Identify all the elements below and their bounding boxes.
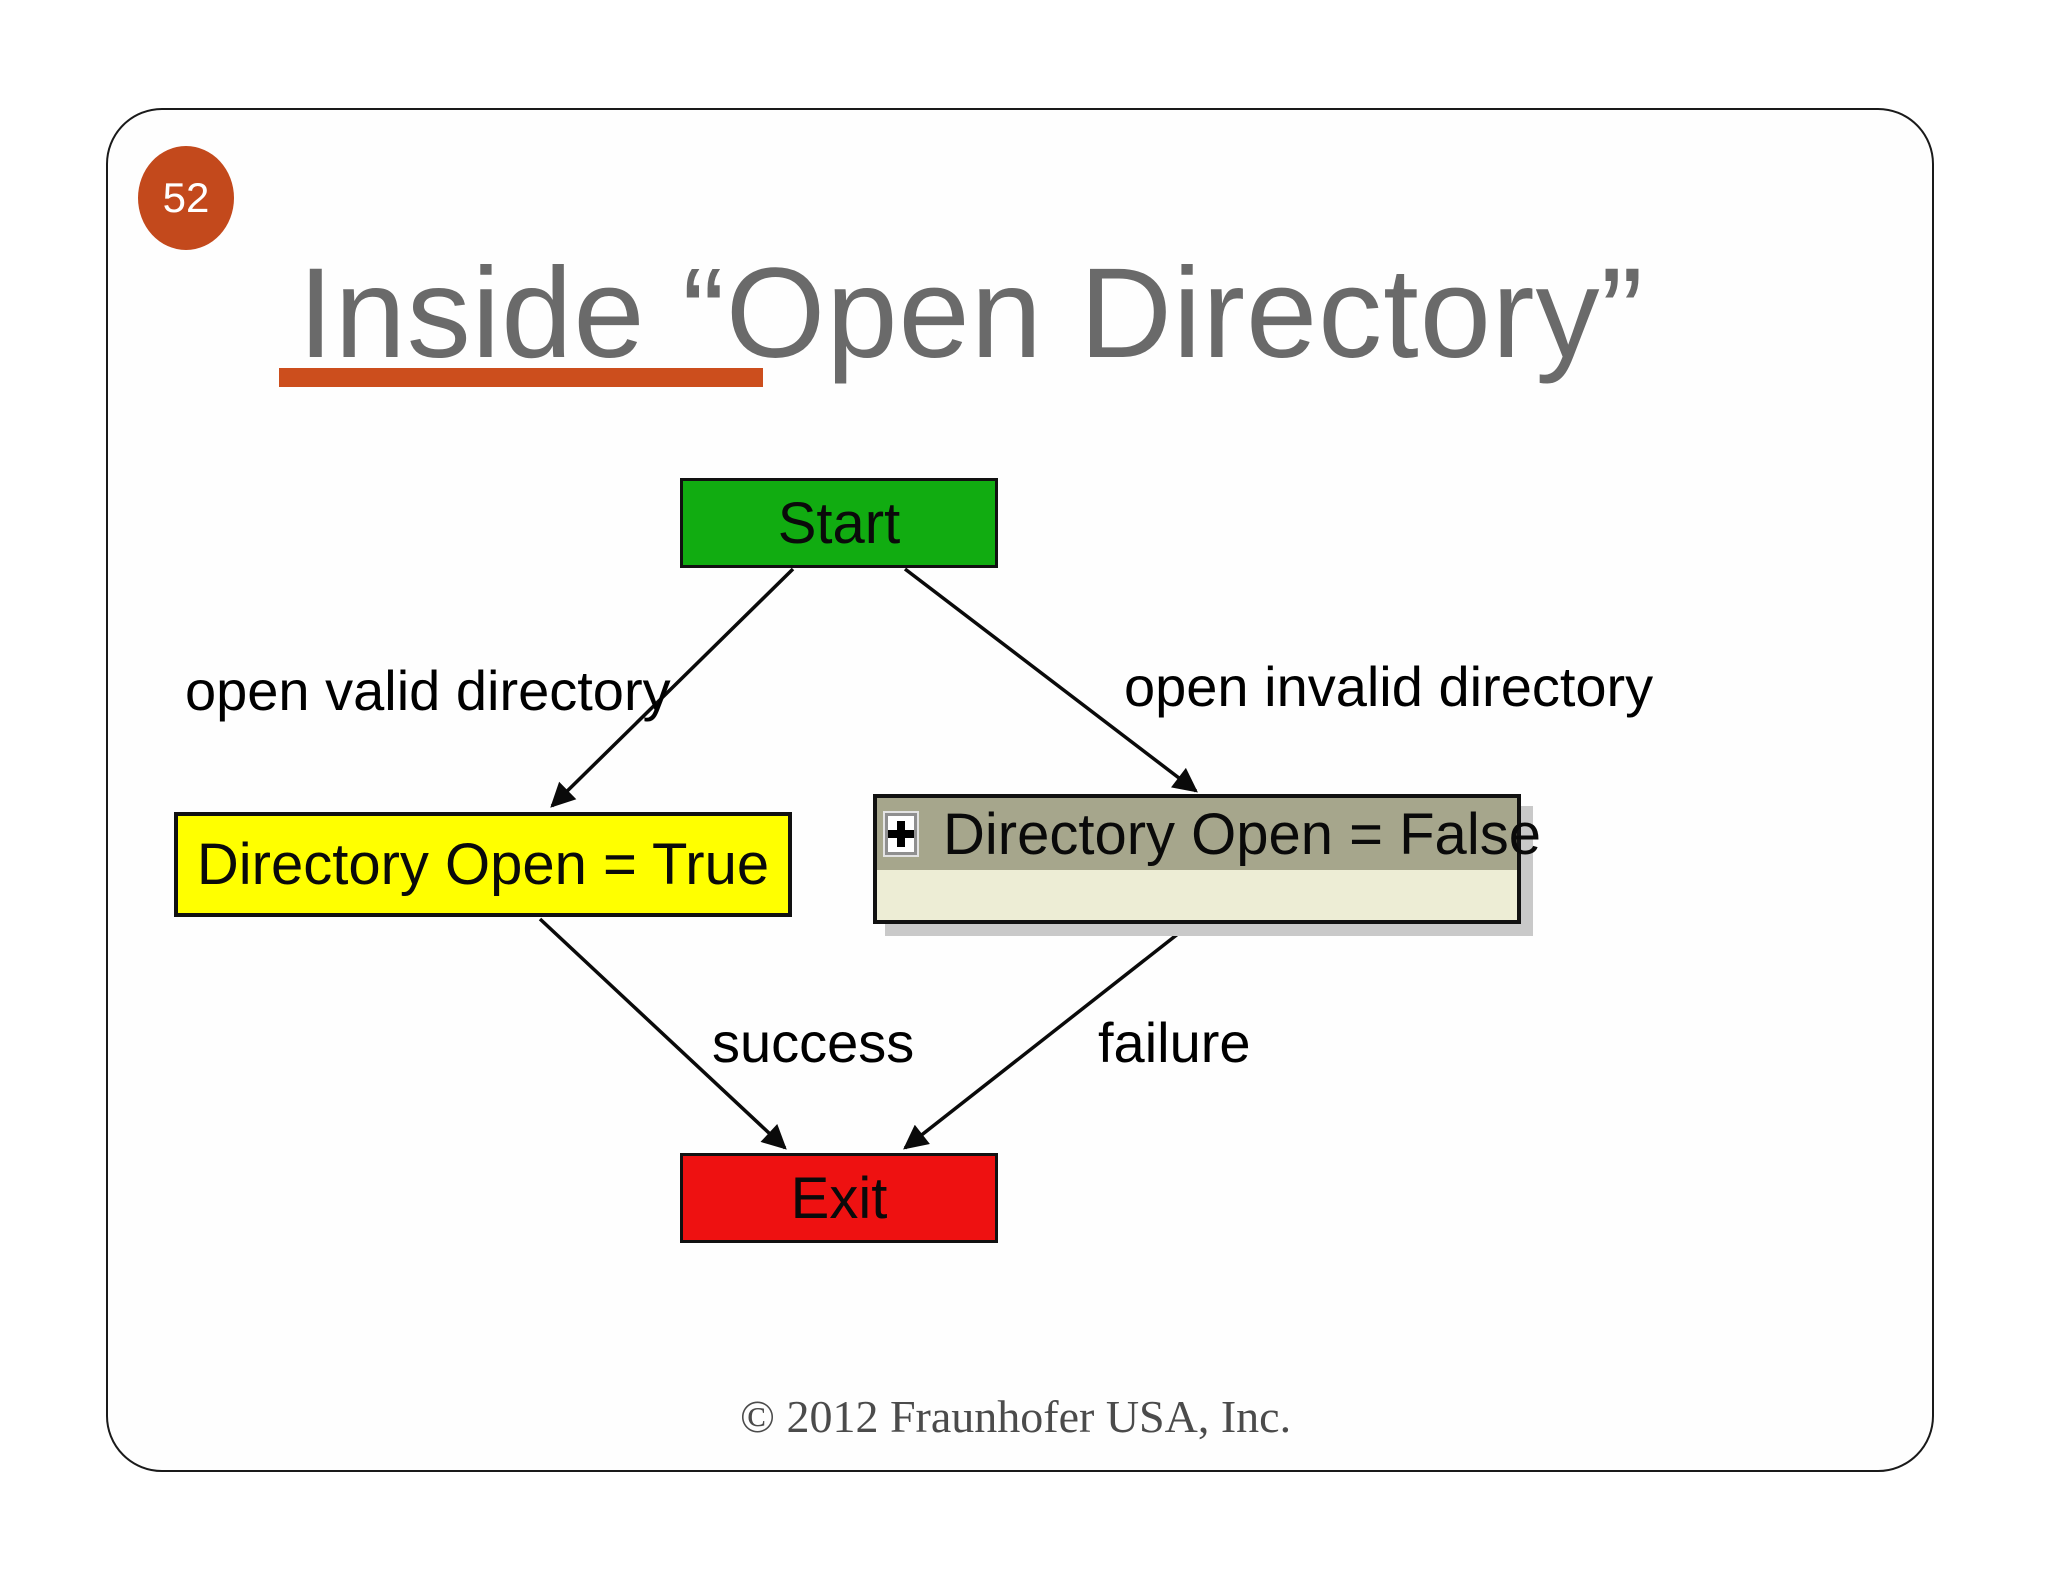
node-exit-label: Exit: [790, 1165, 888, 1231]
node-exit: Exit: [680, 1153, 998, 1243]
node-directory-open-true: Directory Open = True: [174, 812, 792, 917]
copyright-footer: © 2012 Fraunhofer USA, Inc.: [740, 1391, 1292, 1442]
node-directory-open-false: Directory Open = False: [873, 794, 1541, 924]
expander-button[interactable]: [883, 811, 919, 857]
node-directory-open-true-label: Directory Open = True: [196, 832, 770, 897]
slide-number: 52: [162, 174, 210, 221]
node-directory-open-false-label: Directory Open = False: [943, 801, 1541, 867]
edge-label-failure: failure: [1098, 1011, 1251, 1074]
plus-icon: [888, 821, 914, 847]
slide-number-badge: 52: [138, 146, 234, 250]
node-directory-open-false-body: [877, 870, 1517, 920]
page-title: Inside “Open Directory”: [298, 242, 1645, 385]
node-start: Start: [680, 478, 998, 568]
edge-label-open-invalid-directory: open invalid directory: [1124, 655, 1654, 718]
edge-label-open-valid-directory: open valid directory: [185, 659, 671, 722]
edge-label-success: success: [712, 1011, 915, 1074]
title-underline: [279, 368, 763, 387]
node-start-label: Start: [777, 490, 901, 556]
node-directory-open-false-header: Directory Open = False: [877, 798, 1541, 870]
